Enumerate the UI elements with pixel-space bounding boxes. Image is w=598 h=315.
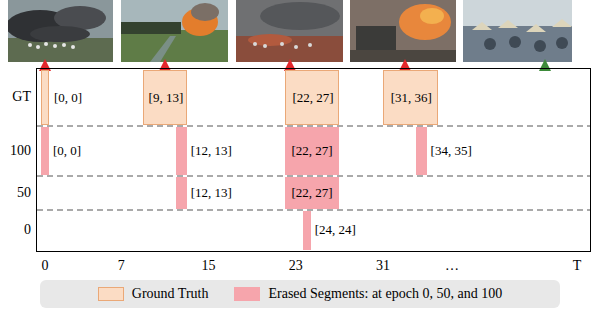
video-frame (121, 0, 228, 62)
segment-range: [22, 27] (292, 144, 333, 158)
axis-tick: 31 (376, 258, 390, 273)
segment-range: [31, 36] (391, 91, 432, 105)
segment-range: [22, 27] (292, 186, 333, 200)
legend-swatch (234, 287, 260, 301)
erased-segment: [34, 35] (416, 127, 427, 175)
axis-tick: 7 (118, 258, 125, 273)
video-frame (463, 0, 572, 62)
axis-tick: T (573, 258, 582, 273)
row-label: GT (12, 89, 31, 104)
segment-range: [0, 0] (54, 91, 82, 105)
video-frame (236, 0, 343, 62)
axis-ellipsis: … (445, 258, 459, 273)
video-frame (8, 0, 113, 62)
erased-segment: [22, 27] (285, 127, 340, 175)
erased-segment: [0, 0] (41, 127, 49, 175)
segment-range: [12, 13] (191, 144, 232, 158)
ground-truth-segment: [9, 13] (143, 70, 187, 125)
legend-entry: Ground Truth (98, 286, 209, 302)
segment-range: [34, 35] (431, 144, 472, 158)
row-label: 50 (17, 185, 31, 200)
segment-range: [9, 13] (149, 91, 184, 105)
timeline-frame (37, 69, 591, 252)
ground-truth-segment: [22, 27] (285, 70, 340, 125)
erased-segment: [22, 27] (285, 177, 340, 209)
legend-swatch (98, 287, 124, 301)
segment-range: [24, 24] (315, 223, 356, 237)
axis-tick: 23 (289, 258, 303, 273)
row-separator (37, 126, 590, 210)
legend-text: Ground Truth (132, 286, 209, 302)
segment-range: [22, 27] (293, 91, 334, 105)
erased-segment: [12, 13] (176, 177, 187, 209)
legend: Ground Truth Erased Segments: at epoch 0,… (40, 280, 560, 308)
video-frame (350, 0, 456, 62)
ground-truth-segment: [31, 36] (383, 70, 438, 125)
ground-truth-segment: [0, 0] (41, 70, 49, 125)
segment-range: [0, 0] (53, 144, 81, 158)
erased-segment: [24, 24] (303, 211, 311, 250)
erased-segment: [12, 13] (176, 127, 187, 175)
legend-entry: Erased Segments: at epoch 0, 50, and 100 (234, 286, 502, 302)
row-label: 100 (10, 143, 31, 158)
segment-range: [12, 13] (191, 186, 232, 200)
row-label: 0 (24, 222, 31, 237)
axis-tick: 15 (202, 258, 216, 273)
legend-text: Erased Segments: at epoch 0, 50, and 100 (268, 286, 502, 302)
axis-tick: 0 (42, 258, 49, 273)
